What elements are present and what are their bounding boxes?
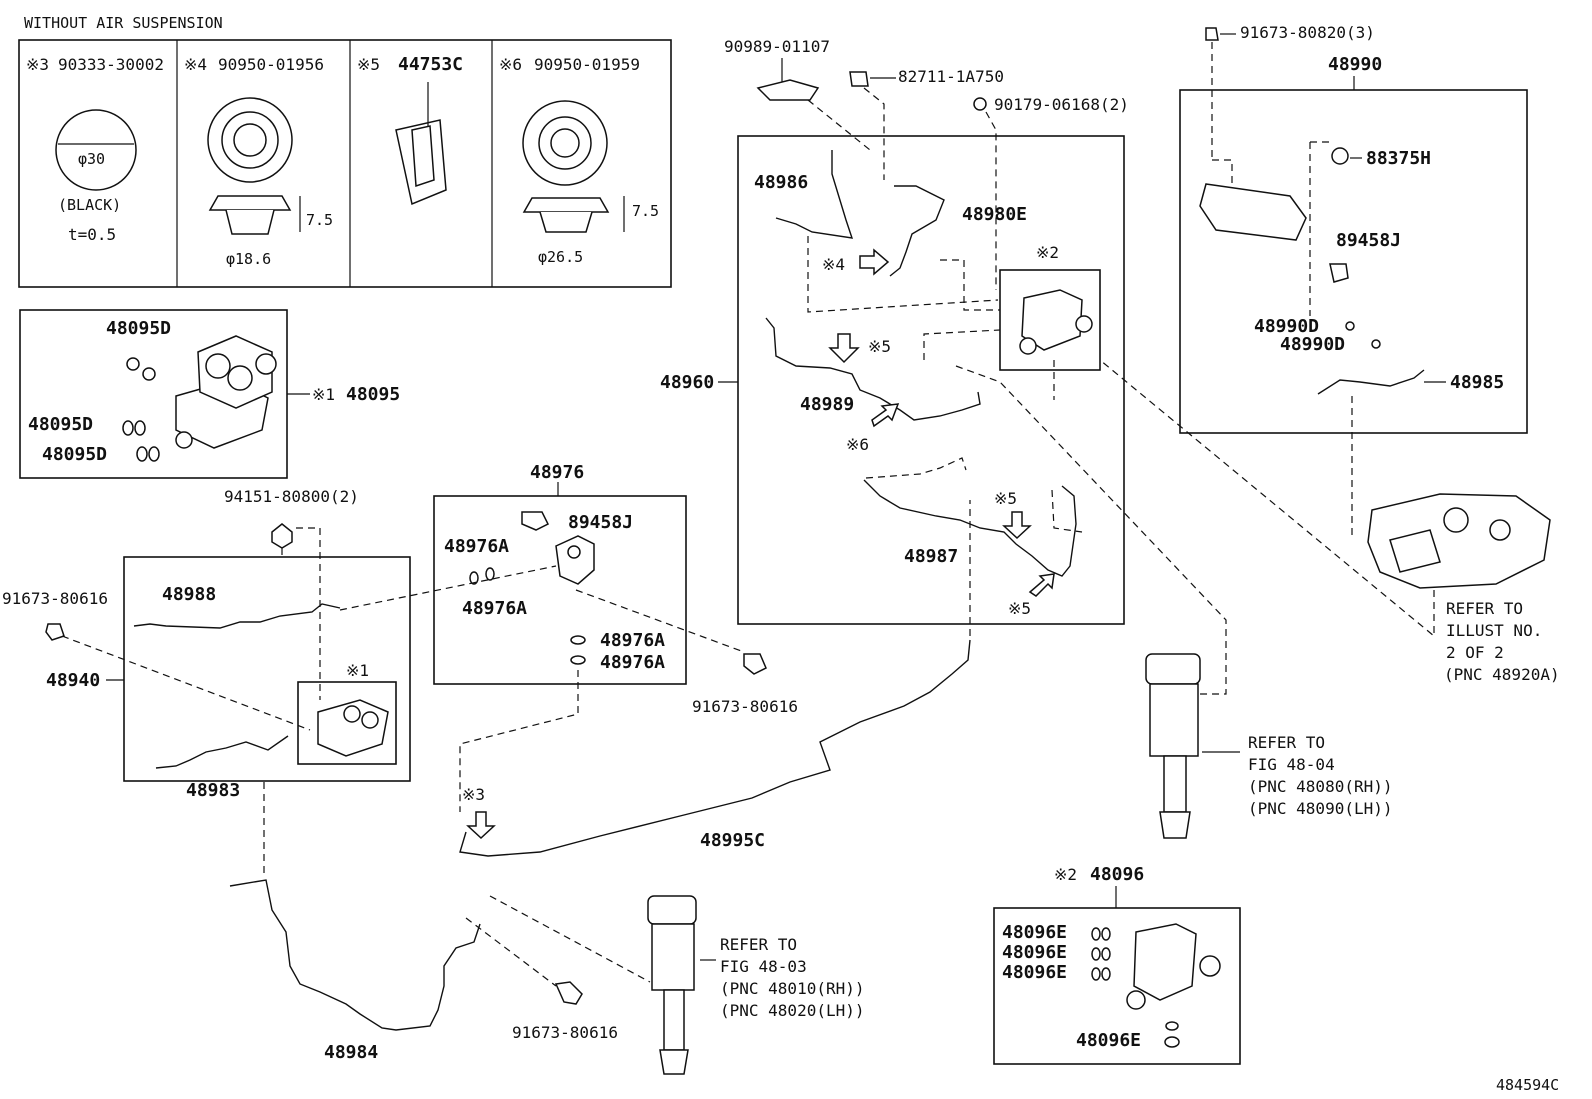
inset-table: ※3 90333-30002 φ30 (BLACK) t=0.5 ※4 9095…: [18, 39, 672, 288]
label-48095D-c: 48095D: [42, 444, 107, 465]
refer2-line2: FIG 48-04: [1248, 755, 1335, 774]
inset-part-90950-01956: 90950-01956: [218, 55, 324, 74]
strut-48-04: REFER TO FIG 48-04 (PNC 48080(RH)) (PNC …: [1145, 653, 1393, 839]
inset-dia-18-6: φ18.6: [226, 250, 271, 268]
label-91673-80616-b: 91673-80616: [692, 697, 798, 716]
label-48960: 48960: [660, 372, 714, 393]
label-48096E-a: 48096E: [1002, 922, 1067, 943]
label-48976: 48976: [530, 462, 584, 483]
label-48988: 48988: [162, 584, 216, 605]
marker-1-48095: ※1: [312, 385, 335, 404]
marker-2-box: ※2: [1036, 243, 1059, 262]
label-48096: 48096: [1090, 864, 1144, 885]
label-48986: 48986: [754, 172, 808, 193]
group-48096: ※2 48096 48096E 48096E 48096E 48096E: [993, 864, 1241, 1065]
bolt-91673-80616-b: 91673-80616: [692, 653, 798, 716]
refer1-line1: REFER TO: [1446, 599, 1523, 618]
refer2-line3: (PNC 48080(RH)): [1248, 777, 1393, 796]
label-91673-80616-a: 91673-80616: [2, 589, 108, 608]
inset-marker-5: ※5: [357, 55, 380, 74]
inset-dia-30: φ30: [78, 150, 105, 168]
marker-6: ※6: [846, 435, 869, 454]
inset-part-44753C: 44753C: [398, 54, 463, 75]
refer2-line4: (PNC 48090(LH)): [1248, 799, 1393, 818]
group-48095: 48095D 48095D 48095D ※1 48095: [19, 309, 400, 479]
label-48990: 48990: [1328, 54, 1382, 75]
refer1-line3: 2 OF 2: [1446, 643, 1504, 662]
label-91673-80616-c: 91673-80616: [512, 1023, 618, 1042]
label-48987: 48987: [904, 546, 958, 567]
label-90989: 90989-01107: [724, 37, 830, 56]
marker-5-b: ※5: [994, 489, 1017, 508]
inset-marker-3: ※3: [26, 55, 49, 74]
label-48976A-d: 48976A: [600, 652, 665, 673]
group-48995C: ※3 48995C: [459, 500, 971, 857]
group-48984: 48984: [229, 782, 651, 1063]
refer1-line4: (PNC 48920A): [1444, 665, 1560, 684]
label-48985: 48985: [1450, 372, 1504, 393]
label-48095D-b: 48095D: [28, 414, 93, 435]
label-82711: 82711-1A750: [898, 67, 1004, 86]
inset-part-90950-01959: 90950-01959: [534, 55, 640, 74]
label-88375H: 88375H: [1366, 148, 1431, 169]
group-48960: 90989-01107 82711-1A750 90179-06168(2) 4…: [660, 37, 1227, 695]
inset-note-thickness: t=0.5: [68, 225, 116, 244]
marker-1-box: ※1: [346, 661, 369, 680]
marker-4: ※4: [822, 255, 845, 274]
strut-48-03: REFER TO FIG 48-03 (PNC 48010(RH)) (PNC …: [647, 895, 865, 1075]
inset-marker-4: ※4: [184, 55, 207, 74]
label-48096E-d: 48096E: [1076, 1030, 1141, 1051]
inset-marker-6: ※6: [499, 55, 522, 74]
label-48095: 48095: [346, 384, 400, 405]
label-94151: 94151-80800(2): [224, 487, 359, 506]
refer3-line4: (PNC 48020(LH)): [720, 1001, 865, 1020]
label-48096E-c: 48096E: [1002, 962, 1067, 983]
group-48976: 48976 89458J 48976A 48976A 48976A 48976A: [339, 462, 745, 812]
compressor-assembly: REFER TO ILLUST NO. 2 OF 2 (PNC 48920A): [1099, 359, 1560, 684]
marker-2-48096: ※2: [1054, 865, 1077, 884]
refer3-line1: REFER TO: [720, 935, 797, 954]
inset-part-90333: 90333-30002: [58, 55, 164, 74]
refer1-line2: ILLUST NO.: [1446, 621, 1542, 640]
inset-note-black: (BLACK): [58, 196, 121, 214]
label-48984: 48984: [324, 1042, 378, 1063]
group-48990: 91673-80820(3) 48990 88375H 89458J 48990…: [1179, 23, 1528, 536]
bolt-91673-80616-c: 91673-80616: [465, 917, 618, 1042]
label-48940: 48940: [46, 670, 100, 691]
diagram-title: WITHOUT AIR SUSPENSION: [24, 14, 223, 32]
label-91673-80820: 91673-80820(3): [1240, 23, 1375, 42]
refer3-line2: FIG 48-03: [720, 957, 807, 976]
illust-id: 484594C: [1496, 1076, 1559, 1094]
inset-height-7-5-a: 7.5: [306, 211, 333, 229]
refer3-line3: (PNC 48010(RH)): [720, 979, 865, 998]
refer2-line1: REFER TO: [1248, 733, 1325, 752]
label-48983: 48983: [186, 780, 240, 801]
label-89458J-b: 89458J: [1336, 230, 1401, 251]
marker-3: ※3: [462, 785, 485, 804]
label-89458J-a: 89458J: [568, 512, 633, 533]
label-48096E-b: 48096E: [1002, 942, 1067, 963]
label-48995C: 48995C: [700, 830, 765, 851]
label-48976A-b: 48976A: [462, 598, 527, 619]
inset-height-7-5-b: 7.5: [632, 202, 659, 220]
label-48095D-a: 48095D: [106, 318, 171, 339]
marker-5-a: ※5: [868, 337, 891, 356]
label-48980E: 48980E: [962, 204, 1027, 225]
inset-dia-26-5: φ26.5: [538, 248, 583, 266]
label-48990D-a: 48990D: [1254, 316, 1319, 337]
label-48989: 48989: [800, 394, 854, 415]
group-48940: 94151-80800(2) 91673-80616 48988 48940 ※…: [2, 487, 411, 801]
label-90179: 90179-06168(2): [994, 95, 1129, 114]
label-48976A-a: 48976A: [444, 536, 509, 557]
marker-5-c: ※5: [1008, 599, 1031, 618]
label-48976A-c: 48976A: [600, 630, 665, 651]
label-48990D-b: 48990D: [1280, 334, 1345, 355]
